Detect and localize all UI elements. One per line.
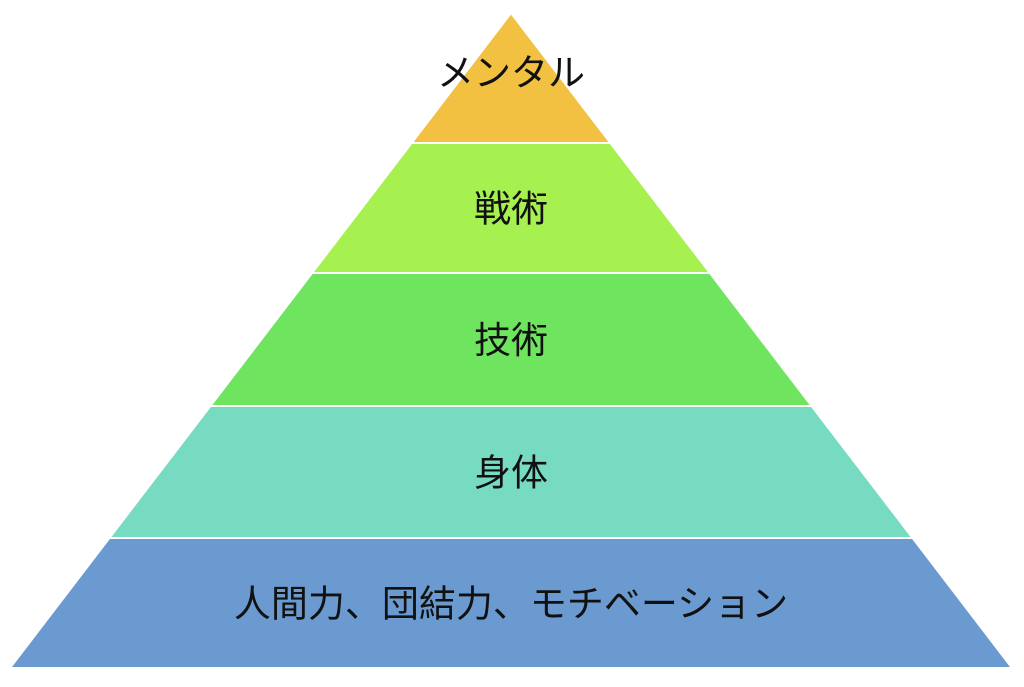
layer-technique: 技術 — [208, 272, 814, 407]
layer-tactics: 戦術 — [310, 142, 712, 274]
layer-foundation: 人間力、団結力、モチベーション — [7, 537, 1015, 669]
layer-tactics-label: 戦術 — [474, 188, 548, 231]
layer-mental-label: メンタル — [437, 51, 585, 94]
layer-physical: 身体 — [107, 405, 915, 539]
layer-physical-label: 身体 — [474, 452, 548, 495]
layer-technique-label: 技術 — [474, 319, 548, 362]
layer-mental: メンタル — [409, 11, 613, 144]
layer-foundation-label: 人間力、団結力、モチベーション — [234, 583, 788, 626]
layer-foundation-shape — [7, 537, 1015, 669]
